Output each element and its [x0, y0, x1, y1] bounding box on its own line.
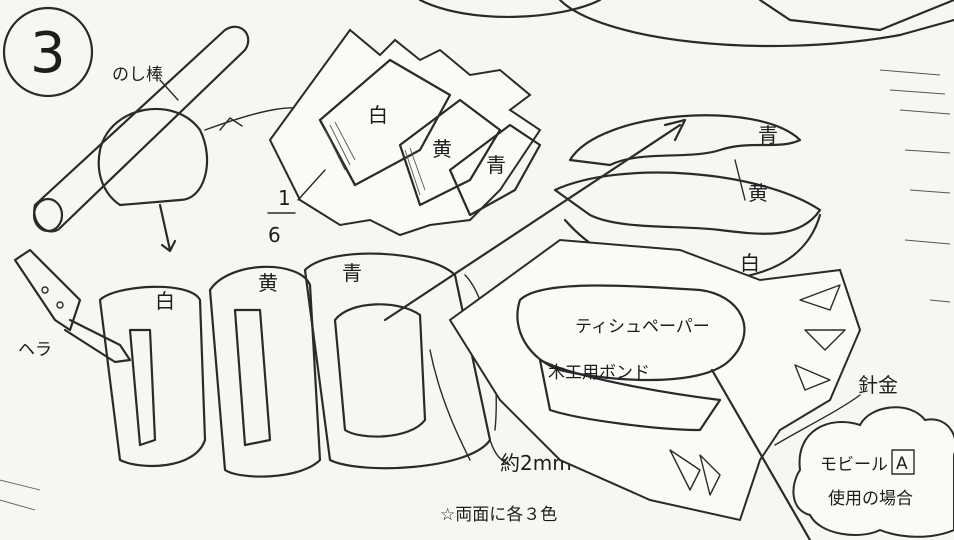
fraction: 1 6 — [267, 169, 326, 247]
arrow-down — [158, 203, 177, 253]
clay-blocks — [268, 28, 542, 237]
block-label-yellow: 黄 — [432, 137, 452, 161]
fraction-denominator: 6 — [268, 223, 281, 247]
fraction-numerator: 1 — [278, 186, 291, 210]
sheet-label-white: 白 — [155, 289, 175, 313]
tissue-label: ティシュペーパー — [575, 317, 710, 337]
both-sides-note: ☆両面に各３色 — [440, 505, 557, 525]
mobile-note-line2: 使用の場合 — [828, 488, 913, 509]
spatula — [13, 248, 132, 364]
wire-leader — [774, 394, 861, 446]
mobile-note-box: A — [896, 454, 908, 474]
shell-label-yellow: 黄 — [748, 181, 768, 205]
block-label-white: 白 — [368, 103, 388, 127]
wood-glue-label: 木工用ボンド — [548, 363, 650, 383]
top-plate — [418, 0, 954, 48]
shell-label-white: 白 — [740, 251, 760, 275]
mobile-note-line1: モビール — [820, 455, 888, 475]
block-label-blue: 青 — [486, 153, 506, 177]
rolling-pin — [32, 25, 250, 233]
spatula-label: ヘラ — [18, 340, 52, 360]
thickness-leader — [489, 439, 511, 466]
step-number: 3 — [30, 21, 66, 86]
step-number-badge: 3 — [2, 6, 94, 98]
shell-label-blue: 青 — [758, 123, 778, 147]
sheet-label-blue: 青 — [342, 261, 362, 285]
wire — [710, 368, 812, 540]
rolling-pin-label: のし棒 — [112, 65, 163, 85]
sheet-label-yellow: 黄 — [258, 271, 278, 295]
mobile-note-cloud — [792, 406, 954, 538]
background-texture — [0, 69, 951, 511]
wire-label: 針金 — [858, 373, 898, 397]
